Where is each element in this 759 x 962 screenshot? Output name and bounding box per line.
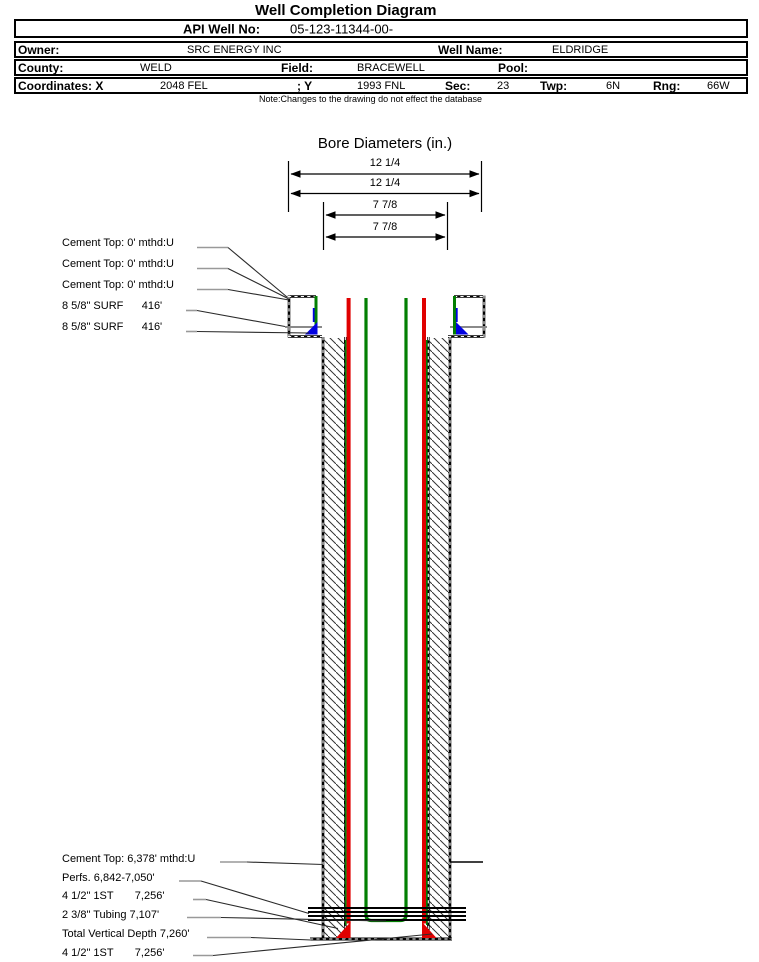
owner-value: SRC ENERGY INC (187, 43, 282, 56)
wellbore-outline (287, 295, 486, 941)
owner-label: Owner: (18, 42, 60, 57)
api-label: API Well No: (183, 21, 261, 36)
field-label: Field: (281, 60, 313, 75)
county-row: County: WELD Field: BRACEWELL Pool: (14, 59, 748, 76)
annotation-surface-casing-2: 8 5/8" SURF 416' (62, 321, 163, 333)
annotation-perfs: Perfs. 6,842-7,050' (62, 872, 155, 884)
coordinates-label: Coordinates: X (18, 78, 104, 93)
county-label: County: (18, 60, 64, 75)
annotation-casing-1st-a: 4 1/2" 1ST 7,256' (62, 890, 165, 902)
leader-lines-bottom (179, 861, 433, 957)
bore-dim-label-3: 7 7/8 (372, 199, 398, 211)
rng-label: Rng: (653, 78, 681, 93)
coordinate-y-label: ; Y (297, 78, 313, 93)
casing-shoe-left (336, 922, 351, 938)
leader-lines-top (186, 246, 310, 334)
sec-value: 23 (497, 79, 510, 92)
twp-value: 6N (606, 79, 621, 92)
api-value: 05-123-11344-00- (290, 21, 394, 36)
cement-shoe-triangle-right (456, 322, 469, 335)
annotation-tubing: 2 3/8" Tubing 7,107' (62, 909, 160, 921)
bore-dim-label-2: 12 1/4 (369, 177, 401, 189)
annotation-cement-top-deep: Cement Top: 6,378' mthd:U (62, 853, 196, 865)
coordinate-y-value: 1993 FNL (357, 79, 406, 92)
coordinate-x-value: 2048 FEL (160, 79, 208, 92)
casing-shoe-right (422, 922, 437, 938)
annotation-cement-top-2: Cement Top: 0' mthd:U (62, 258, 174, 270)
tubing-string (364, 298, 408, 923)
hatch-left (323, 338, 345, 938)
hatch-right (428, 338, 450, 938)
annotation-surface-casing-1: 8 5/8" SURF 416' (62, 300, 163, 312)
field-value: BRACEWELL (357, 61, 425, 74)
bore-dimension-lines (287, 161, 483, 250)
depth-ticks (285, 326, 487, 863)
sec-label: Sec: (445, 78, 471, 93)
annotation-casing-1st-b: 4 1/2" 1ST 7,256' (62, 947, 165, 959)
twp-label: Twp: (540, 78, 568, 93)
annotation-cement-top-1: Cement Top: 0' mthd:U (62, 237, 174, 249)
cement-shoe-triangle-left (305, 322, 318, 335)
perforation-lines (308, 907, 466, 921)
borehole-hatch (323, 338, 450, 938)
county-value: WELD (140, 61, 172, 74)
well-name-label: Well Name: (438, 42, 503, 57)
coordinates-row: Coordinates: X 2048 FEL ; Y 1993 FNL Sec… (14, 77, 748, 94)
page-title: Well Completion Diagram (255, 2, 437, 19)
pool-label: Pool: (498, 60, 528, 75)
note-text: Note:Changes to the drawing do not effec… (259, 94, 482, 104)
annotation-cement-top-3: Cement Top: 0' mthd:U (62, 279, 174, 291)
api-row: API Well No: 05-123-11344-00- (14, 19, 748, 38)
owner-row: Owner: SRC ENERGY INC Well Name: ELDRIDG… (14, 41, 748, 58)
well-name-value: ELDRIDGE (552, 43, 609, 56)
rng-value: 66W (707, 79, 730, 92)
annotation-total-depth: Total Vertical Depth 7,260' (62, 928, 190, 940)
bore-dim-label-1: 12 1/4 (369, 157, 401, 169)
bore-dim-label-4: 7 7/8 (372, 221, 398, 233)
bore-diameters-title: Bore Diameters (in.) (317, 135, 453, 152)
